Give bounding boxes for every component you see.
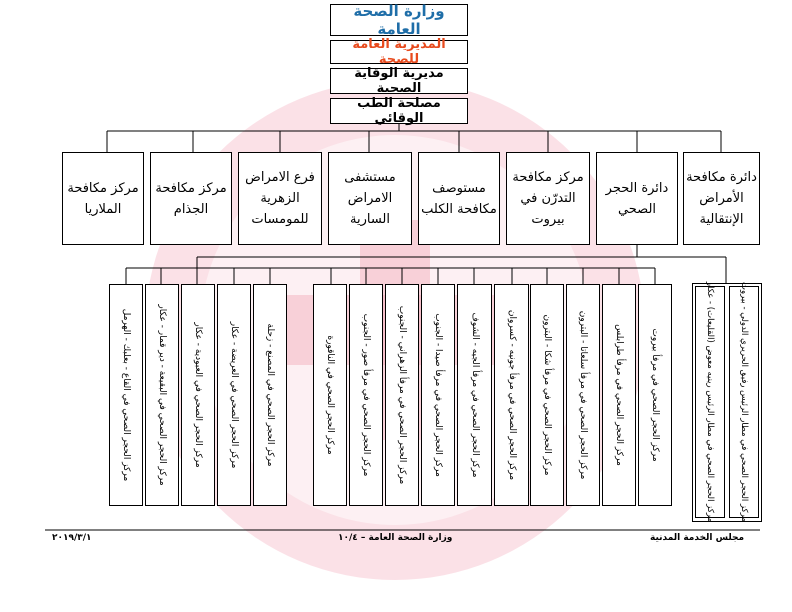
center-box: مركز الحجر الصحي في القاع - بعلبك - الهر… xyxy=(109,284,143,506)
center-label: مركز الحجر الصحي في العريضة - عكار xyxy=(229,321,239,469)
center-box: مركز الحجر الصحي في مرفأ صور - الجنوب xyxy=(349,284,383,506)
dept-label: دائرة الحجر الصحي xyxy=(605,180,669,217)
department-box: مديرية الوقاية الصحية xyxy=(330,66,468,96)
dept-box: مركز مكافحة الجذام xyxy=(150,152,232,245)
dept-box: مستوصف مكافحة الكلب xyxy=(418,152,500,245)
center-box: مركز الحجر الصحي في العبودية - عكار xyxy=(181,284,215,506)
airport-center-box: مركز الحجر الصحي في مطار الرئيس رفيق الح… xyxy=(729,282,759,522)
center-box: مركز الحجر الصحي في مرفأ بيروت xyxy=(638,284,672,506)
center-label: مركز الحجر الصحي في البقيعة - دير قمار -… xyxy=(157,304,167,486)
dept-label: فرع الامراض الزهرية للمومسات xyxy=(245,170,315,227)
center-label: مركز الحجر الصحي في مرفأ صيدا - الجنوب xyxy=(433,313,443,477)
center-label: مركز الحجر الصحي في مرفأ جونيه - كسروان xyxy=(506,309,517,481)
directorate-box: المديرية العامة للصحة xyxy=(330,37,468,67)
dept-box: مركز مكافحة التدرّن في بيروت xyxy=(506,152,590,245)
footer-council: مجلس الخدمة المدنية xyxy=(650,533,745,543)
dept-label: مركز مكافحة الجذام xyxy=(155,180,227,217)
dept-label: مركز مكافحة الملاريا xyxy=(67,180,139,217)
center-box: مركز الحجر الصحي في مرفأ صيدا - الجنوب xyxy=(421,284,455,506)
airport-center-box: مركز الحجر الصحي في مطار الرئيس رينيه مع… xyxy=(695,282,725,522)
footer-date: ٢٠١٩/٣/١ xyxy=(52,533,92,543)
center-box: مركز الحجر الصحي في مرفأ الجيه - الشوف xyxy=(457,284,492,506)
center-box: مركز الحجر الصحي في الناقورة xyxy=(313,284,347,506)
center-box: مركز الحجر الصحي في مرفأ سلعاتا - البترو… xyxy=(566,284,600,506)
airport-center-label: مركز الحجر الصحي في مطار الرئيس رينيه مع… xyxy=(705,281,715,523)
dept-box: فرع الامراض الزهرية للمومسات xyxy=(238,152,322,245)
center-box: مركز الحجر الصحي في مرفأ جونيه - كسروان xyxy=(494,284,529,506)
service-title: مصلحة الطب الوقائي xyxy=(357,96,441,126)
dept-box: مركز مكافحة الملاريا xyxy=(62,152,144,245)
center-label: مركز الحجر الصحي في الناقورة xyxy=(325,335,335,455)
center-label: مركز الحجر الصحي في القاع - بعلبك - الهر… xyxy=(121,308,131,482)
center-label: مركز الحجر الصحي في مرفأ شكا - البترون xyxy=(542,314,552,476)
dept-label: مركز مكافحة التدرّن في بيروت xyxy=(512,170,584,227)
airport-group-frame xyxy=(692,283,762,522)
footer-center: وزارة الصحة العامة – ١٠/٤ xyxy=(338,533,453,543)
center-box: مركز الحجر الصحي في المصنع - زحلة xyxy=(253,284,287,506)
ministry-title: وزارة الصحة العامة xyxy=(353,2,445,38)
center-box: مركز الحجر الصحي في مرفأ الزهراني - الجن… xyxy=(385,284,419,506)
center-label: مركز الحجر الصحي في مرفأ سلعاتا - البترو… xyxy=(578,310,588,480)
center-box: مركز الحجر الصحي في مرفأ شكا - البترون xyxy=(530,284,564,506)
dept-box: دائرة مكافحة الأمراض الإنتقالية xyxy=(683,152,760,245)
center-label: مركز الحجر الصحي في مرفأ بيروت xyxy=(650,328,660,462)
center-box: مركز الحجر الصحي في العريضة - عكار xyxy=(217,284,251,506)
department-title: مديرية الوقاية الصحية xyxy=(354,66,444,96)
service-box: مصلحة الطب الوقائي xyxy=(330,96,468,126)
dept-label: مستوصف مكافحة الكلب xyxy=(421,180,497,217)
dept-label: مستشفى الامراض السارية xyxy=(344,170,396,227)
ministry-box: وزارة الصحة العامة xyxy=(330,2,468,38)
center-label: مركز الحجر الصحي في العبودية - عكار xyxy=(193,322,203,468)
dept-box: دائرة الحجر الصحي xyxy=(596,152,678,245)
dept-box: مستشفى الامراض السارية xyxy=(328,152,412,245)
airport-center-label: مركز الحجر الصحي في مطار الرئيس رفيق الح… xyxy=(739,282,749,522)
center-box: مركز الحجر الصحي في مرفأ طرابلس xyxy=(602,284,636,506)
dept-label: دائرة مكافحة الأمراض الإنتقالية xyxy=(686,170,757,227)
center-label: مركز الحجر الصحي في مرفأ الزهراني - الجن… xyxy=(397,305,407,485)
directorate-title: المديرية العامة للصحة xyxy=(352,37,446,67)
center-label: مركز الحجر الصحي في المصنع - زحلة xyxy=(265,323,275,467)
center-label: مركز الحجر الصحي في مرفأ صور - الجنوب xyxy=(361,313,371,477)
center-label: مركز الحجر الصحي في مرفأ طرابلس xyxy=(614,324,624,466)
center-label: مركز الحجر الصحي في مرفأ الجيه - الشوف xyxy=(469,312,480,478)
center-box: مركز الحجر الصحي في البقيعة - دير قمار -… xyxy=(145,284,179,506)
